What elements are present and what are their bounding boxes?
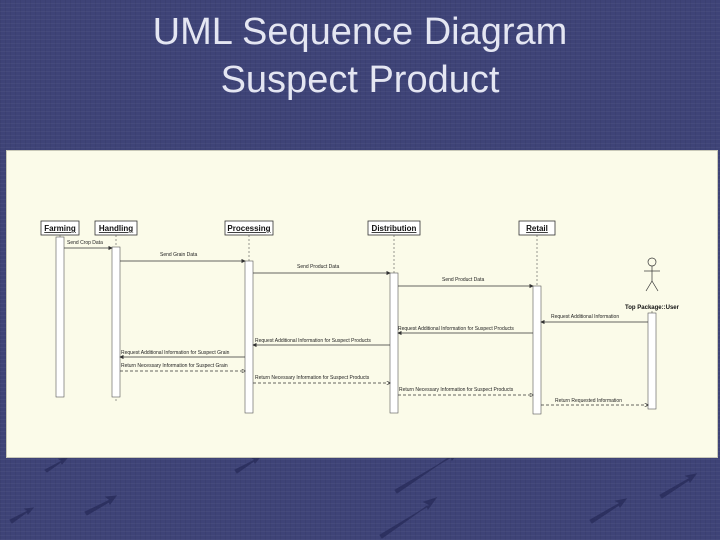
message-12-label: Return Requested Information [555,398,622,404]
actor-user: Top Package::User [625,257,680,410]
message-2: Send Grain Data [120,252,246,264]
message-5: Request Additional Information [540,314,648,325]
message-6: Request Additional Information for Suspe… [397,326,533,336]
message-2-label: Send Grain Data [160,252,197,258]
lifeline-farming-label: Farming [44,224,76,233]
sequence-diagram-panel: Farming Handling Processing Distribution… [6,150,718,458]
title-line-2: Suspect Product [220,59,500,101]
message-1: Send Crop Data [64,240,113,251]
lifeline-handling-label: Handling [99,224,133,233]
slide-title: UML Sequence Diagram Suspect Product [0,8,720,104]
message-1-label: Send Crop Data [67,240,103,246]
message-10-label: Return Necessary Information for Suspect… [255,375,370,381]
lifeline-distribution-label: Distribution [372,224,417,233]
message-9: Return Necessary Information for Suspect… [120,363,245,371]
message-10: Return Necessary Information for Suspect… [253,375,390,383]
message-4-label: Send Product Data [442,277,484,283]
message-8: Request Additional Information for Suspe… [119,350,245,360]
message-11-label: Return Necessary Information for Suspect… [399,387,514,393]
lifeline-distribution: Distribution [367,220,421,414]
message-6-label: Request Additional Information for Suspe… [398,326,514,332]
message-7-label: Request Additional Information for Suspe… [255,338,371,344]
actor-label: Top Package::User [625,305,680,311]
message-4: Send Product Data [398,277,534,289]
title-line-1: UML Sequence Diagram [152,11,568,53]
message-3: Send Product Data [253,264,391,276]
lifeline-retail-label: Retail [526,224,548,233]
message-11: Return Necessary Information for Suspect… [398,387,533,395]
message-9-label: Return Necessary Information for Suspect… [121,363,228,369]
actor-stick-figure-icon [644,257,660,292]
lifeline-handling: Handling [94,220,138,401]
message-5-label: Request Additional Information [551,314,619,320]
message-7: Request Additional Information for Suspe… [252,338,390,348]
lifeline-processing: Processing [224,220,274,414]
lifeline-processing-label: Processing [227,224,270,233]
lifeline-retail: Retail [518,220,556,415]
sequence-diagram: Farming Handling Processing Distribution… [40,220,680,415]
lifeline-farming: Farming [40,220,80,398]
message-8-label: Request Additional Information for Suspe… [121,350,230,356]
message-3-label: Send Product Data [297,264,339,270]
message-12: Return Requested Information [541,398,648,405]
